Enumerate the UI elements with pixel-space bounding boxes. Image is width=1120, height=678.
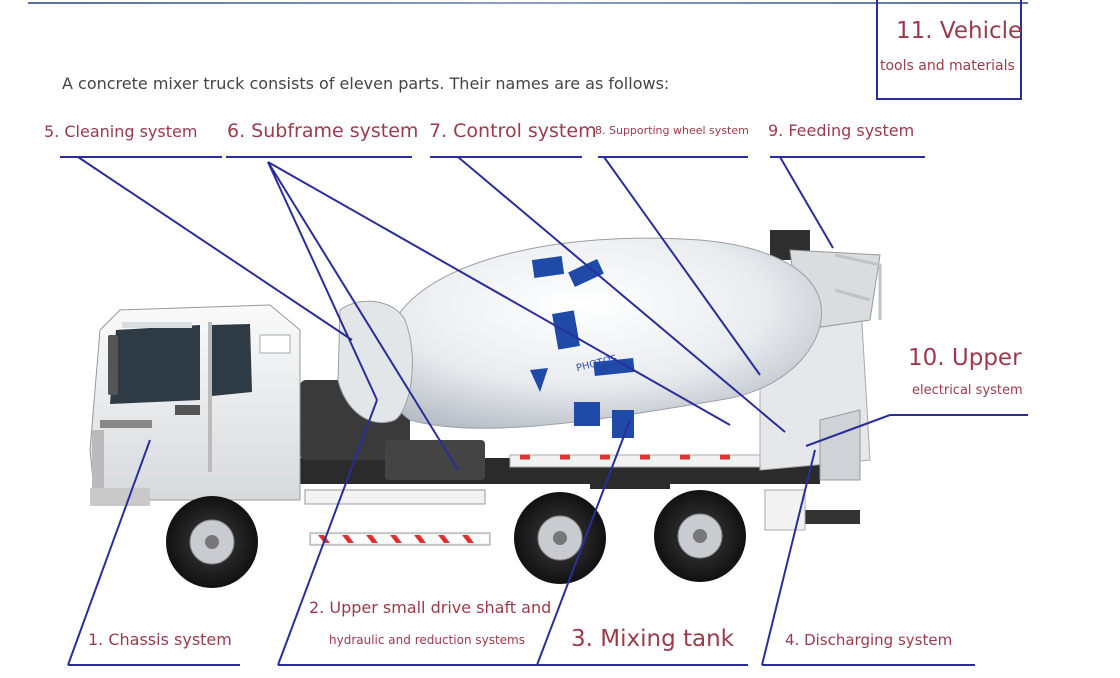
label-cleaning-system: 5. Cleaning system [44,122,198,141]
label-supporting-wheel: 8. Supporting wheel system [595,124,749,137]
label-upper-drive-shaft: 2. Upper small drive shaft and [309,598,552,617]
truck-image: PHOTOS [89,230,882,588]
label-subframe-system: 6. Subframe system [227,120,419,142]
label-vehicle: 11. Vehicle [896,18,1023,44]
intro-text: A concrete mixer truck consists of eleve… [62,74,670,93]
rear-wheel-1 [514,492,606,584]
label-control-system: 7. Control system [429,120,597,142]
label-upper: 10. Upper [908,345,1022,371]
label-mixing-tank: 3. Mixing tank [571,626,734,652]
side-window [212,324,252,396]
leader-lines [60,156,1028,666]
mixing-drum [382,237,822,429]
label-electrical-system: electrical system [912,383,1023,398]
label-chassis-system: 1. Chassis system [88,630,232,649]
side-guard [304,489,486,505]
top-rule [28,2,1028,4]
discharge-chute [819,409,861,481]
windshield [110,325,200,404]
drum-markings [530,255,635,438]
vehicle-tools-box [876,0,1022,100]
front-wheel [166,496,258,588]
label-tools-materials: tools and materials [880,58,1015,74]
label-feeding-system: 9. Feeding system [768,121,915,140]
drum-front-cone [337,300,413,424]
rear-wheel-2 [654,490,746,582]
hazard-stripes [312,535,488,543]
label-discharging-system: 4. Discharging system [785,631,953,649]
label-hydraulic-reduction: hydraulic and reduction systems [329,633,525,647]
